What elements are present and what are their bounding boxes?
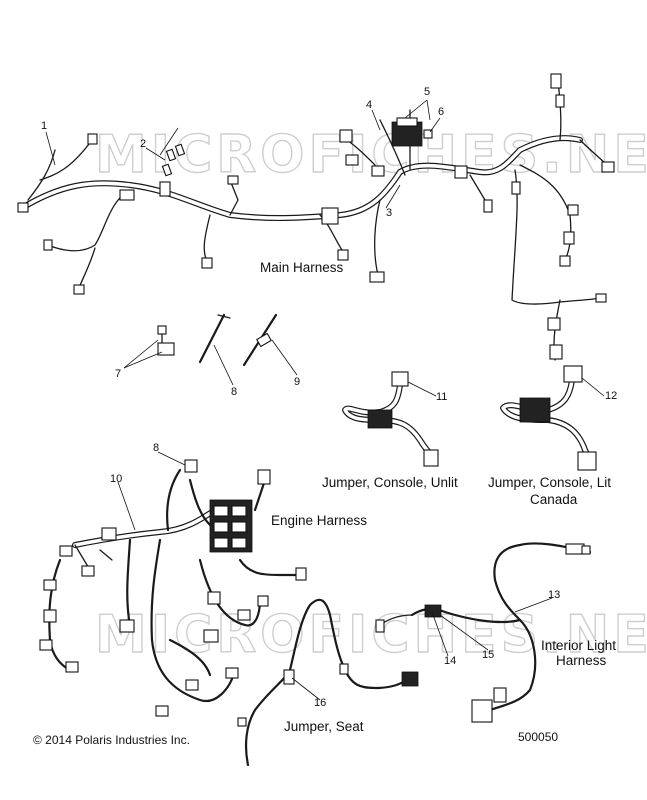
caption-interior-light: Interior Light xyxy=(541,638,616,653)
callout-13: 13 xyxy=(548,589,560,601)
callout-14: 14 xyxy=(444,655,456,667)
jumper-console-lit-drawing xyxy=(500,365,597,471)
leader-lines xyxy=(45,99,605,701)
callout-1: 1 xyxy=(41,120,47,132)
callout-9: 9 xyxy=(294,376,300,388)
caption-jumper-console-lit-canada: Canada xyxy=(530,492,578,507)
callout-5: 5 xyxy=(424,86,430,98)
caption-main-harness: Main Harness xyxy=(260,260,344,275)
engine-harness-drawing xyxy=(39,459,307,717)
callout-8-engine: 8 xyxy=(153,442,159,454)
jumper-seat-drawing xyxy=(237,598,419,767)
callout-4: 4 xyxy=(366,99,372,111)
callout-12: 12 xyxy=(605,390,617,402)
interior-light-harness-drawing xyxy=(375,542,592,723)
diagram-number: 500050 xyxy=(518,730,558,744)
tie-strap-part-8 xyxy=(198,313,231,364)
tie-strap-part-9 xyxy=(242,313,278,367)
watermark-bottom: MICROFICHES.NET xyxy=(95,605,647,665)
caption-engine-harness: Engine Harness xyxy=(271,513,367,528)
callout-8-tie-strap: 8 xyxy=(231,386,237,398)
callout-2: 2 xyxy=(140,138,146,150)
callout-15: 15 xyxy=(482,649,494,661)
caption-jumper-console-unlit: Jumper, Console, Unlit xyxy=(322,475,458,490)
caption-interior-light-harness: Harness xyxy=(556,653,607,668)
caption-jumper-seat: Jumper, Seat xyxy=(284,719,364,734)
jumper-console-unlit-drawing xyxy=(342,371,439,467)
caption-jumper-console-lit: Jumper, Console, Lit xyxy=(488,475,611,490)
callout-6: 6 xyxy=(438,106,444,118)
callout-10: 10 xyxy=(110,473,122,485)
main-harness-drawing xyxy=(17,73,615,361)
clip-parts-2 xyxy=(159,127,186,177)
callout-11: 11 xyxy=(436,391,447,403)
callout-7: 7 xyxy=(115,368,121,380)
watermark-top: MICROFICHES.NET xyxy=(95,125,647,185)
bolt-clip-parts-7 xyxy=(157,325,175,356)
callout-16: 16 xyxy=(314,697,326,709)
copyright-notice: © 2014 Polaris Industries Inc. xyxy=(33,733,190,747)
connector-icon xyxy=(87,133,98,145)
callout-3: 3 xyxy=(386,207,392,219)
